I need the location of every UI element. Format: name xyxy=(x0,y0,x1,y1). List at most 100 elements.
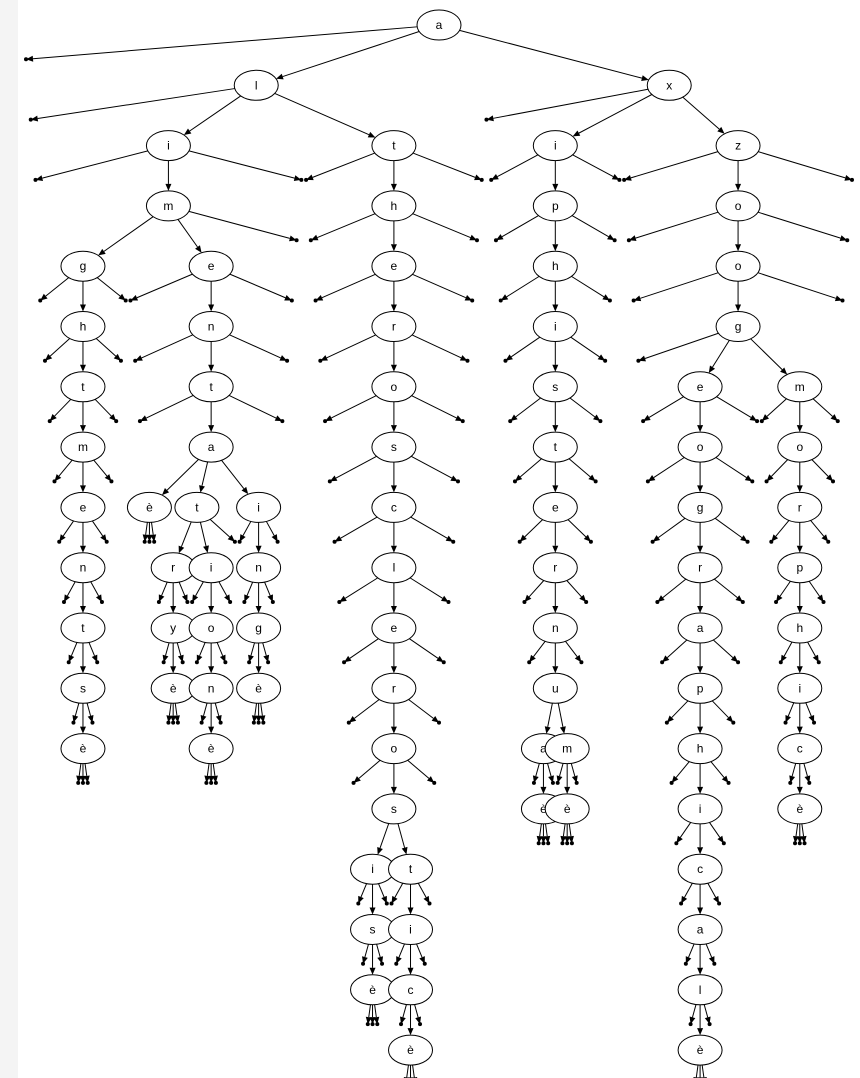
tree-edge xyxy=(566,580,587,602)
arrowhead xyxy=(455,415,463,422)
tree-edge xyxy=(407,884,414,915)
node-ellipse xyxy=(371,672,417,704)
leaf-dot xyxy=(256,720,261,725)
arrowhead xyxy=(808,714,815,723)
leaf-dot xyxy=(171,720,176,725)
leaf-dot xyxy=(365,1022,370,1027)
node-ellipse xyxy=(777,491,823,523)
arrowhead xyxy=(510,414,518,422)
node-label: h xyxy=(391,199,398,213)
tree-edge xyxy=(248,642,256,663)
tree-edge xyxy=(204,763,211,783)
leaf-dot xyxy=(807,780,812,785)
arrowhead xyxy=(676,835,683,844)
node-ellipse xyxy=(677,733,723,765)
leaf-dot xyxy=(788,780,793,785)
leaf-dot xyxy=(323,419,328,424)
arrowhead xyxy=(796,485,803,493)
tree-edge xyxy=(459,29,649,82)
node-label: p xyxy=(697,681,704,695)
tree-edge xyxy=(229,334,288,361)
arrowhead xyxy=(588,474,596,482)
tree-edge xyxy=(666,700,689,723)
tree-edge xyxy=(88,642,98,663)
tree-edge xyxy=(390,341,397,372)
node-label: p xyxy=(796,561,803,575)
tree-edge xyxy=(567,519,591,542)
tree-edge xyxy=(306,152,375,181)
tree-node: t xyxy=(388,853,434,885)
tree-edge xyxy=(369,1004,376,1025)
node-ellipse xyxy=(532,311,578,342)
tree-edge xyxy=(652,517,686,542)
tree-node: l xyxy=(233,69,279,101)
tree-edge xyxy=(35,150,148,182)
arrowhead xyxy=(284,295,292,301)
leaf-dot xyxy=(304,177,309,182)
tree-node: m xyxy=(145,190,191,222)
tree-edge xyxy=(208,281,215,312)
tree-edge xyxy=(329,455,377,482)
arrowhead xyxy=(208,726,215,734)
arrowhead xyxy=(514,474,523,482)
node-label: e xyxy=(391,621,398,635)
node-ellipse xyxy=(532,491,578,523)
arrowhead xyxy=(390,364,397,372)
tree-node: i xyxy=(532,311,578,342)
tree-node: n xyxy=(236,552,282,584)
tree-edge xyxy=(411,334,468,361)
leaf-dot xyxy=(527,660,532,665)
leaf-dot xyxy=(546,841,551,846)
leaf-dot xyxy=(451,539,456,544)
tree-edge xyxy=(369,884,376,915)
arrowhead xyxy=(796,545,803,553)
leaf-dot xyxy=(80,780,85,785)
leaf-dot xyxy=(712,961,717,966)
arrowhead xyxy=(83,775,90,783)
node-label: z xyxy=(735,139,741,153)
tree-node: p xyxy=(777,552,823,584)
tree-edge xyxy=(262,642,270,663)
leaf-dot xyxy=(180,660,185,665)
tree-node: è xyxy=(60,733,106,765)
node-ellipse xyxy=(188,612,234,644)
leaf-dot xyxy=(793,841,798,846)
tree-edge xyxy=(735,220,742,252)
leaf-dot xyxy=(759,419,764,424)
arrowhead xyxy=(255,606,262,613)
node-label: o xyxy=(697,440,704,454)
leaf-dot xyxy=(626,238,631,243)
leaf-dot xyxy=(128,298,133,303)
arrowhead xyxy=(825,474,834,482)
leaf-dot xyxy=(607,298,612,303)
arrowhead xyxy=(390,304,397,312)
node-label: i xyxy=(699,802,702,816)
tree-edge xyxy=(529,641,546,663)
tree-node: a xyxy=(677,612,723,644)
arrowhead xyxy=(401,846,408,855)
leaf-dot xyxy=(579,660,584,665)
tree-node: o xyxy=(715,250,761,282)
tree-node: i xyxy=(677,793,723,825)
tree-edge xyxy=(40,277,70,301)
tree-edge xyxy=(624,151,719,181)
tree-edge xyxy=(552,220,559,252)
arrowhead xyxy=(54,474,62,482)
node-label: s xyxy=(370,923,376,937)
node-label: r xyxy=(171,561,175,575)
tree-edge xyxy=(709,822,724,844)
leaf-dot xyxy=(351,780,356,785)
leaf-dot xyxy=(797,841,802,846)
arrowhead xyxy=(697,666,704,674)
arrowhead xyxy=(130,295,139,301)
arrowhead xyxy=(390,786,397,794)
leaf-dot xyxy=(161,660,166,665)
tree-edge xyxy=(685,943,695,964)
leaf-dot xyxy=(361,961,366,966)
tree-edge xyxy=(552,401,559,433)
tree-edge xyxy=(714,517,748,542)
arrowhead xyxy=(381,895,387,904)
arrowhead xyxy=(173,715,180,723)
tree-edge xyxy=(569,397,601,422)
leaf-dot xyxy=(593,479,598,484)
